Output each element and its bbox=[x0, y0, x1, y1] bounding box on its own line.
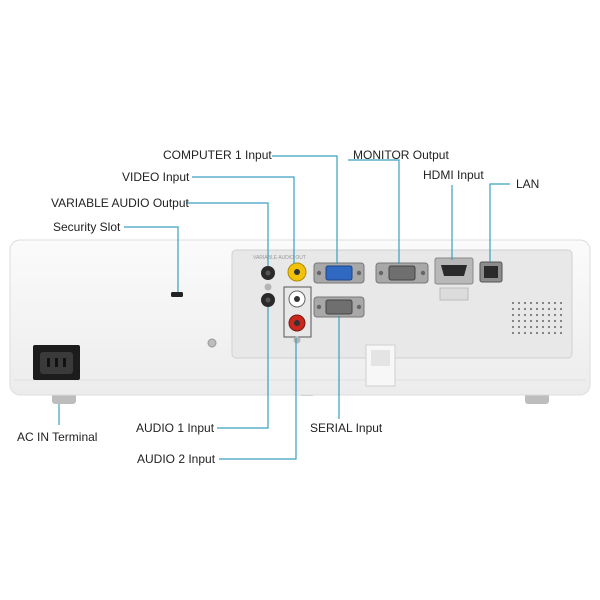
label-audio2-input: AUDIO 2 Input bbox=[137, 452, 216, 466]
leader-lan bbox=[489, 183, 510, 262]
panel-screw bbox=[264, 283, 272, 291]
body-screw bbox=[207, 338, 217, 348]
panel-print: VARIABLE AUDIO OUT bbox=[253, 255, 306, 261]
label-lan: LAN bbox=[516, 177, 540, 191]
label-computer1-input: COMPUTER 1 Input bbox=[163, 148, 272, 162]
leader-variable-audio bbox=[186, 202, 269, 266]
leader-lines bbox=[58, 155, 510, 460]
leader-monitor bbox=[348, 159, 400, 264]
label-ac-in-terminal: AC IN Terminal bbox=[17, 430, 98, 444]
label-video-input: VIDEO Input bbox=[122, 170, 190, 184]
leader-audio1 bbox=[217, 307, 269, 429]
speaker-grille bbox=[510, 302, 564, 336]
label-variable-audio-output: VARIABLE AUDIO Output bbox=[51, 196, 189, 210]
label-audio1-input: AUDIO 1 Input bbox=[136, 421, 215, 435]
leader-audio2 bbox=[219, 338, 297, 460]
label-monitor-output: MONITOR Output bbox=[353, 148, 449, 162]
leader-video bbox=[192, 176, 295, 264]
leader-computer1 bbox=[272, 155, 338, 264]
security-slot bbox=[171, 292, 183, 297]
label-hdmi-input: HDMI Input bbox=[423, 168, 484, 182]
leader-security bbox=[124, 226, 179, 292]
label-serial-input: SERIAL Input bbox=[310, 421, 383, 435]
label-security-slot: Security Slot bbox=[53, 220, 121, 234]
